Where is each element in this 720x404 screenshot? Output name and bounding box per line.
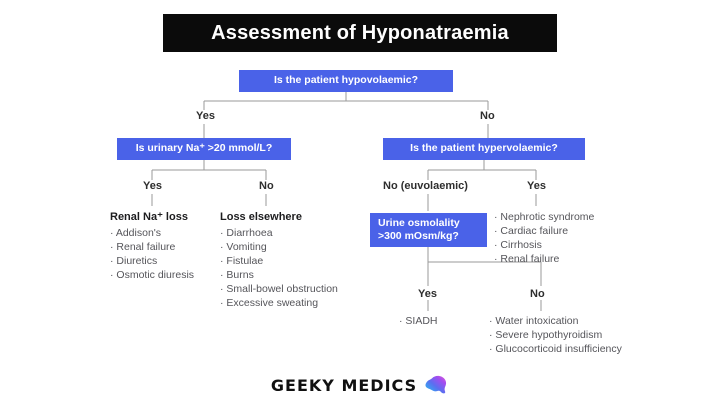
decision-box-urinary-na: Is urinary Na⁺ >20 mmol/L?	[117, 138, 291, 160]
page-title: Assessment of Hyponatraemia	[163, 14, 557, 52]
bullet-icon: ·	[220, 241, 227, 253]
list-item: · Water intoxication	[489, 315, 579, 327]
bullet-icon: ·	[220, 255, 227, 267]
decision-box-hypervolaemic-label: Is the patient hypervolaemic?	[410, 142, 558, 155]
bullet-icon: ·	[494, 211, 501, 223]
bullet-icon: ·	[489, 343, 496, 355]
outcome-list-osmolality-no-causes: · Water intoxication · Severe hypothyroid…	[489, 314, 669, 356]
list-item: · Renal failure	[494, 253, 560, 265]
decision-box-hypovolaemic-label: Is the patient hypovolaemic?	[273, 74, 419, 87]
list-item: · Diuretics	[110, 255, 158, 267]
decision-box-urine-osmolality-line1: Urine osmolality	[378, 216, 460, 229]
edge-label-osmolality-yes: Yes	[418, 288, 437, 300]
decision-box-hypervolaemic: Is the patient hypervolaemic?	[383, 138, 585, 160]
decision-box-urine-osmolality-line2: >300 mOsm/kg?	[378, 230, 459, 242]
bullet-icon: ·	[220, 227, 227, 239]
bullet-icon: ·	[110, 227, 116, 239]
list-heading: Loss elsewhere	[220, 211, 302, 223]
outcome-list-osmolality-yes-causes: · SIADH	[399, 314, 489, 328]
brand-name: GEEKY MEDICS	[270, 375, 418, 395]
outcome-list-loss-elsewhere: Loss elsewhere · Diarrhoea · Vomiting · Fis…	[220, 210, 346, 310]
list-item: · Cirrhosis	[494, 239, 542, 251]
list-item: · Vomiting	[220, 241, 267, 253]
bullet-icon: ·	[494, 253, 501, 265]
list-item: · Cardiac failure	[494, 225, 569, 237]
brand-footer: GEEKY MEDICS	[0, 372, 720, 398]
bullet-icon: ·	[220, 297, 227, 309]
list-item: · SIADH	[399, 315, 438, 327]
outcome-list-hypervolaemic-causes: · Nephrotic syndrome · Cardiac failure · C…	[494, 210, 634, 266]
edge-label-osmolality-no: No	[530, 288, 545, 300]
list-item: · Addison's	[110, 227, 162, 239]
list-item: · Burns	[220, 269, 254, 281]
outcome-list-renal-na-loss: Renal Na⁺ loss · Addison's · Renal failure…	[110, 210, 220, 282]
list-item: · Small-bowel obstruction	[220, 283, 338, 295]
list-item: · Fistulae	[220, 255, 264, 267]
list-item: · Excessive sweating	[220, 297, 319, 309]
edge-label-hypervolaemic-no: No (euvolaemic)	[383, 180, 468, 192]
edge-label-hypovolaemic-yes: Yes	[196, 110, 215, 122]
list-item: · Glucocorticoid insufficiency	[489, 343, 622, 355]
decision-box-urine-osmolality: Urine osmolality >300 mOsm/kg?	[370, 213, 487, 247]
list-item: · Severe hypothyroidism	[489, 329, 603, 341]
bullet-icon: ·	[220, 269, 227, 281]
edge-label-hypervolaemic-yes: Yes	[527, 180, 546, 192]
bullet-icon: ·	[220, 283, 227, 295]
bullet-icon: ·	[110, 241, 117, 253]
bullet-icon: ·	[489, 315, 496, 327]
list-item: · Osmotic diuresis	[110, 269, 195, 281]
bullet-icon: ·	[494, 225, 501, 237]
brain-icon	[425, 375, 447, 394]
bullet-icon: ·	[399, 315, 406, 327]
edge-label-hypovolaemic-no: No	[480, 110, 495, 122]
decision-box-urinary-na-label: Is urinary Na⁺ >20 mmol/L?	[135, 142, 273, 155]
edge-label-urinary-na-yes: Yes	[143, 180, 162, 192]
bullet-icon: ·	[489, 329, 496, 341]
list-item: · Diarrhoea	[220, 227, 273, 239]
decision-box-hypovolaemic: Is the patient hypovolaemic?	[239, 70, 453, 92]
bullet-icon: ·	[110, 269, 117, 281]
bullet-icon: ·	[110, 255, 117, 267]
list-item: · Nephrotic syndrome	[494, 211, 595, 223]
list-item: · Renal failure	[110, 241, 176, 253]
list-heading: Renal Na⁺ loss	[110, 211, 188, 223]
bullet-icon: ·	[494, 239, 501, 251]
page-title-text: Assessment of Hyponatraemia	[211, 21, 509, 44]
edge-label-urinary-na-no: No	[259, 180, 274, 192]
